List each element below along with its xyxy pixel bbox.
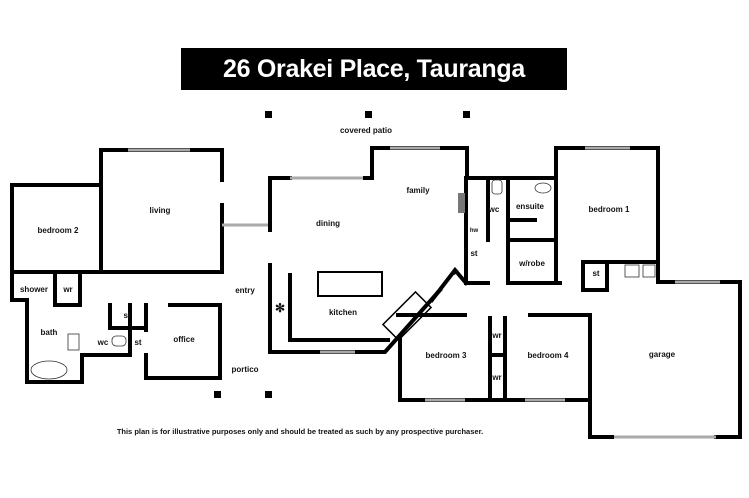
label-kitchen: kitchen — [329, 308, 357, 317]
label-bedroom-4: bedroom 4 — [528, 351, 569, 360]
label-st-d: st — [470, 249, 477, 258]
label-hw: hw — [470, 228, 479, 234]
property-title: 26 Orakei Place, Tauranga — [223, 54, 525, 83]
label-bedroom-1: bedroom 1 — [589, 205, 630, 214]
label-wc-left: wc — [97, 338, 109, 347]
label-family: family — [406, 186, 430, 195]
label-shower: shower — [20, 285, 48, 294]
title-banner: 26 Orakei Place, Tauranga — [181, 48, 567, 90]
label-st-b: st — [134, 338, 141, 347]
label-wr-a: wr — [491, 331, 501, 340]
fixtures: ✻ — [30, 179, 656, 380]
label-living: living — [150, 206, 171, 215]
label-st-e: st — [592, 269, 599, 278]
room-labels: covered patio living bedroom 2 shower wr… — [20, 126, 676, 382]
label-wr-left: wr — [62, 285, 72, 294]
label-entry: entry — [235, 286, 255, 295]
label-dining: dining — [316, 219, 340, 228]
label-bedroom-2: bedroom 2 — [38, 226, 79, 235]
label-wc-right: wc — [488, 205, 500, 214]
label-st-c: st — [451, 268, 458, 277]
columns — [214, 111, 470, 398]
label-garage: garage — [649, 350, 676, 359]
walls — [10, 146, 742, 439]
extractor-icon: ✻ — [275, 301, 285, 315]
label-wrobe: w/robe — [518, 259, 545, 268]
label-ensuite: ensuite — [516, 202, 545, 211]
label-portico: portico — [231, 365, 258, 374]
label-bath: bath — [41, 328, 58, 337]
label-covered-patio: covered patio — [340, 126, 392, 135]
label-bedroom-3: bedroom 3 — [426, 351, 467, 360]
disclaimer: This plan is for illustrative purposes o… — [116, 427, 484, 436]
label-wr-b: wr — [491, 373, 501, 382]
label-st-a: st — [123, 311, 130, 320]
label-office: office — [173, 335, 195, 344]
